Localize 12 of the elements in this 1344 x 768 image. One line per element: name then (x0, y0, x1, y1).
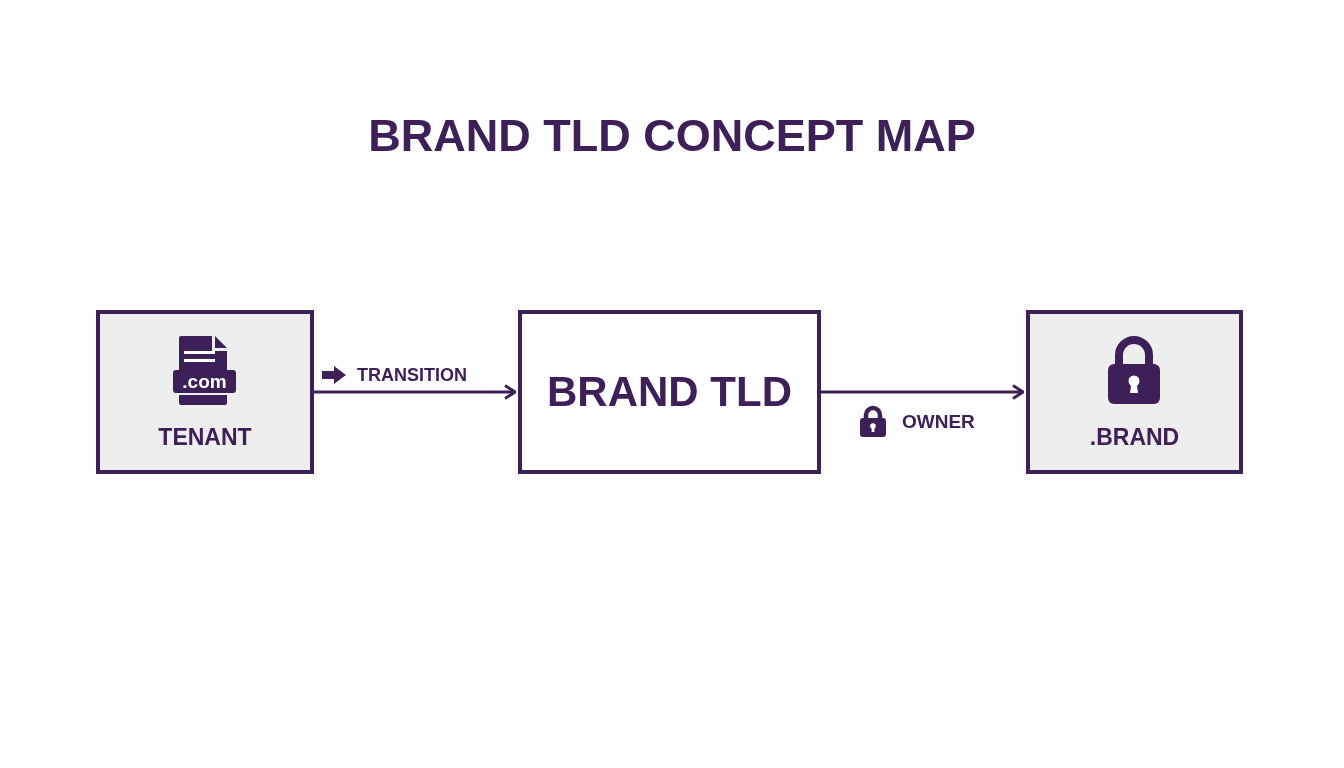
concept-box (518, 310, 821, 474)
edge-label: OWNER (902, 409, 975, 433)
arrow (821, 384, 1025, 400)
title: BRAND TLD CONCEPT MAP (367, 109, 977, 163)
node-label: BRAND TLD (547, 368, 792, 416)
node-label: TENANT (158, 424, 252, 450)
arrow (314, 384, 517, 400)
edge-label: TRANSITION (357, 364, 467, 386)
node-label: .BRAND (1089, 424, 1180, 450)
process-box (96, 310, 314, 474)
process-box (1026, 310, 1243, 474)
domain-label: .com (182, 370, 227, 393)
